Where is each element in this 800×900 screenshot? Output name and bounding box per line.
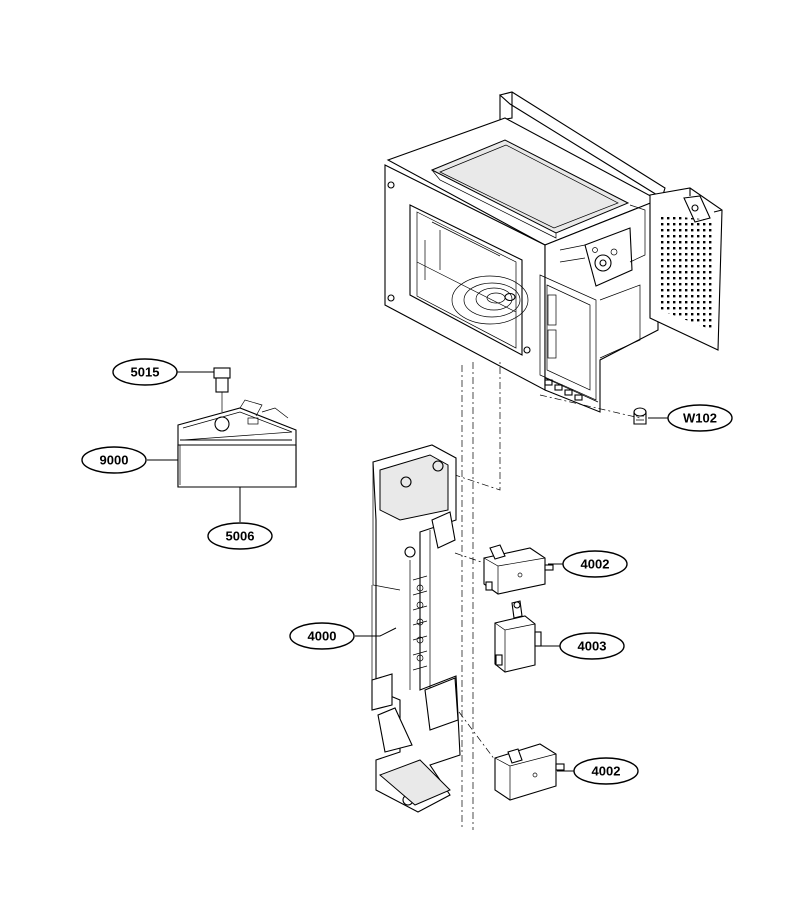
callout-4000: 4000 bbox=[289, 622, 355, 650]
callout-4003: 4003 bbox=[559, 632, 625, 660]
callout-4002-bottom: 4002 bbox=[573, 757, 639, 785]
callout-w102: W102 bbox=[667, 404, 733, 432]
callout-label: 4002 bbox=[592, 764, 621, 779]
small-fitting-5015 bbox=[213, 367, 231, 412]
screw-w102 bbox=[633, 407, 647, 425]
bracket-component-9000 bbox=[177, 399, 297, 488]
micro-switch-4002-top bbox=[483, 544, 554, 595]
callout-label: 4002 bbox=[581, 557, 610, 572]
micro-switch-4002-bottom bbox=[494, 743, 565, 801]
callout-label: 5015 bbox=[131, 365, 160, 380]
callout-5015: 5015 bbox=[112, 358, 178, 386]
callout-label: 4000 bbox=[308, 629, 337, 644]
callout-label: W102 bbox=[683, 411, 717, 426]
door-latch-board-4000 bbox=[371, 444, 461, 813]
callout-9000: 9000 bbox=[81, 446, 147, 474]
callout-label: 9000 bbox=[100, 453, 129, 468]
callout-label: 5006 bbox=[226, 529, 255, 544]
micro-switch-4003 bbox=[494, 600, 542, 673]
callout-label: 4003 bbox=[578, 639, 607, 654]
oven-cavity-assembly bbox=[384, 91, 723, 413]
callout-5006: 5006 bbox=[207, 522, 273, 550]
callout-4002-top: 4002 bbox=[562, 550, 628, 578]
